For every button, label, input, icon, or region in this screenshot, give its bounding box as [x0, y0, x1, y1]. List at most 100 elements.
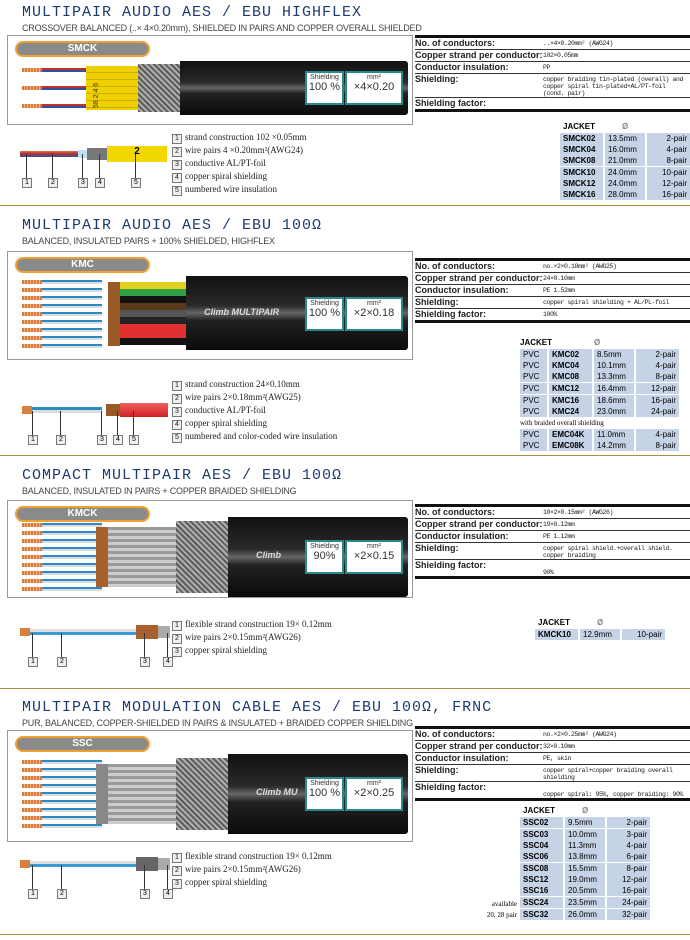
pointer-line: [167, 633, 168, 657]
cross-section-label: mm²×4×0.20: [345, 71, 403, 105]
spec-label: Copper strand per conductor:: [415, 50, 543, 60]
pairs: 8-pair: [647, 155, 690, 166]
diameter: 9.5mm: [565, 817, 605, 828]
spiral: [106, 404, 120, 416]
legend-number: 5: [172, 186, 182, 196]
material: PVC: [520, 349, 547, 360]
mm-caption: mm²: [367, 543, 381, 550]
color-coded-wire: [120, 302, 190, 310]
diagram-number: 5: [129, 435, 139, 445]
cable-print-text: Climb MU: [256, 787, 298, 797]
spec-row: No. of conductors:10×2×0.15mm² (AWG26): [415, 507, 690, 519]
diameter: 20.5mm: [565, 885, 605, 896]
section-divider: [0, 455, 690, 456]
wire-pair: [42, 760, 102, 764]
spec-row: Shielding factor: 90%: [415, 560, 690, 576]
conductor-strand: [22, 279, 42, 284]
wire-pair: [42, 800, 102, 804]
model: KMC16: [549, 395, 592, 406]
shielding-caption: Shielding: [310, 299, 339, 307]
diagram-number: 3: [97, 435, 107, 445]
section-title: MULTIPAIR AUDIO AES / EBU 100Ω: [22, 217, 323, 234]
jacket-label: JACKET: [538, 618, 571, 627]
spec-row: Shielding factor: copper spiral: 95%, co…: [415, 782, 690, 798]
spec-value: no.×2×0.18mm² (AWG25): [543, 263, 617, 270]
conductor-strand: [22, 547, 42, 551]
model: KMC08: [549, 371, 592, 382]
model: SMCK04: [560, 144, 603, 155]
spec-label: Shielding factor:: [415, 782, 487, 792]
legend-text: flexible strand construction 19× 0.12mm: [185, 619, 332, 629]
spec-row: Shielding:copper spiral shielding + AL/P…: [415, 297, 690, 309]
strand: [20, 628, 30, 636]
spec-value: 19×0.12mm: [543, 521, 575, 528]
diagram-number: 1: [22, 178, 32, 188]
color-coded-wire: [120, 288, 190, 296]
model: SSC32: [520, 909, 563, 920]
braid-shield: [138, 64, 183, 112]
braid-shield: [176, 758, 231, 830]
color-coded-wire: [120, 309, 190, 317]
spec-label: Copper strand per conductor:: [415, 273, 543, 283]
spiral: [136, 625, 158, 639]
spec-label: Conductor insulation:: [415, 62, 509, 72]
conductor-strand: [22, 800, 42, 804]
pairs: 4-pair: [647, 144, 690, 155]
spec-label: Shielding:: [415, 74, 459, 84]
conductor-strand: [22, 824, 42, 828]
conductor-strand: [22, 104, 42, 108]
diameter: 21.0mm: [605, 155, 645, 166]
wire-pair: [42, 824, 102, 828]
pointer-line: [144, 865, 145, 889]
diameter: 10.1mm: [594, 360, 634, 371]
pointer-line: [135, 154, 136, 178]
pairs: 24-pair: [607, 897, 650, 908]
wire-pair: [42, 579, 102, 583]
spec-row: No. of conductors:no.×2×0.25mm² (AWG24): [415, 729, 690, 741]
spec-row: Shielding:copper spiral shield.+overall …: [415, 543, 690, 560]
product-badge: SSC: [15, 736, 150, 752]
conductor-strand: [22, 808, 42, 812]
product-badge: SMCK: [15, 41, 150, 57]
diameter: 24.0mm: [605, 167, 645, 178]
core-number-strip: 58 2 4 6: [93, 68, 103, 108]
material: PVC: [520, 371, 547, 382]
pairs: 10-pair: [622, 629, 665, 640]
color-coded-wire: [120, 295, 190, 303]
spec-label: Shielding:: [415, 765, 459, 775]
spec-value: 32×0.10mm: [543, 743, 575, 750]
spec-label: No. of conductors:: [415, 38, 495, 48]
legend-number: 5: [172, 433, 182, 443]
wire-pair: [42, 531, 102, 535]
diameter-symbol: Ø: [582, 806, 589, 815]
wire-pair: [42, 104, 102, 108]
spec-value: 102×0.05mm: [543, 52, 579, 59]
mm-caption: mm²: [367, 780, 381, 787]
diameter: 13.8mm: [565, 851, 605, 862]
section-subtitle: PUR, BALANCED, COPPER-SHIELDED IN PAIRS …: [22, 718, 413, 728]
diameter: 11.3mm: [565, 840, 605, 851]
diameter: 18.6mm: [594, 395, 634, 406]
material: PVC: [520, 440, 547, 451]
conductor-strand: [22, 579, 42, 583]
spec-row: Copper strand per conductor:32×0.10mm: [415, 741, 690, 753]
pairs: 4-pair: [636, 429, 679, 440]
conductor-strand: [22, 784, 42, 788]
diameter-symbol: Ø: [594, 338, 601, 347]
wire-pair: [42, 784, 102, 788]
wire-pair: [42, 816, 102, 820]
spec-row: Shielding:copper braiding tin-plated (ov…: [415, 74, 690, 98]
